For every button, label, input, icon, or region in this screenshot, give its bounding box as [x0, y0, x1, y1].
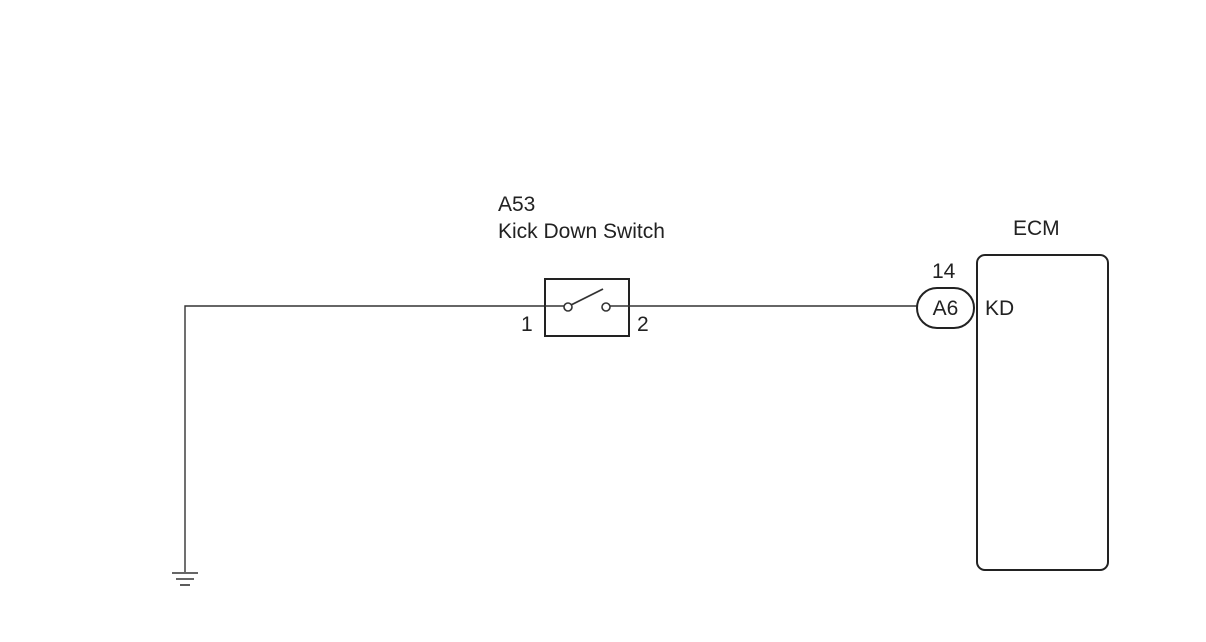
- switch-box: [544, 278, 630, 337]
- switch-pin-1-label: 1: [521, 313, 533, 336]
- ecm-box: [976, 254, 1109, 571]
- switch-code-label: A53: [498, 193, 535, 216]
- switch-pin-2-label: 2: [637, 313, 649, 336]
- connector-capsule: [916, 287, 975, 329]
- connector-code-label: A6: [933, 297, 959, 320]
- connector-a6: A6: [916, 287, 975, 329]
- ecm-title: ECM: [1013, 217, 1060, 240]
- kick-down-switch: [544, 278, 630, 337]
- ground-icon: [172, 572, 198, 586]
- connector-pin-label: 14: [932, 260, 956, 283]
- ecm-terminal-label: KD: [985, 297, 1014, 320]
- ground-wire: [184, 305, 545, 572]
- switch-name-label: Kick Down Switch: [498, 220, 665, 243]
- open-switch-icon: [545, 288, 629, 312]
